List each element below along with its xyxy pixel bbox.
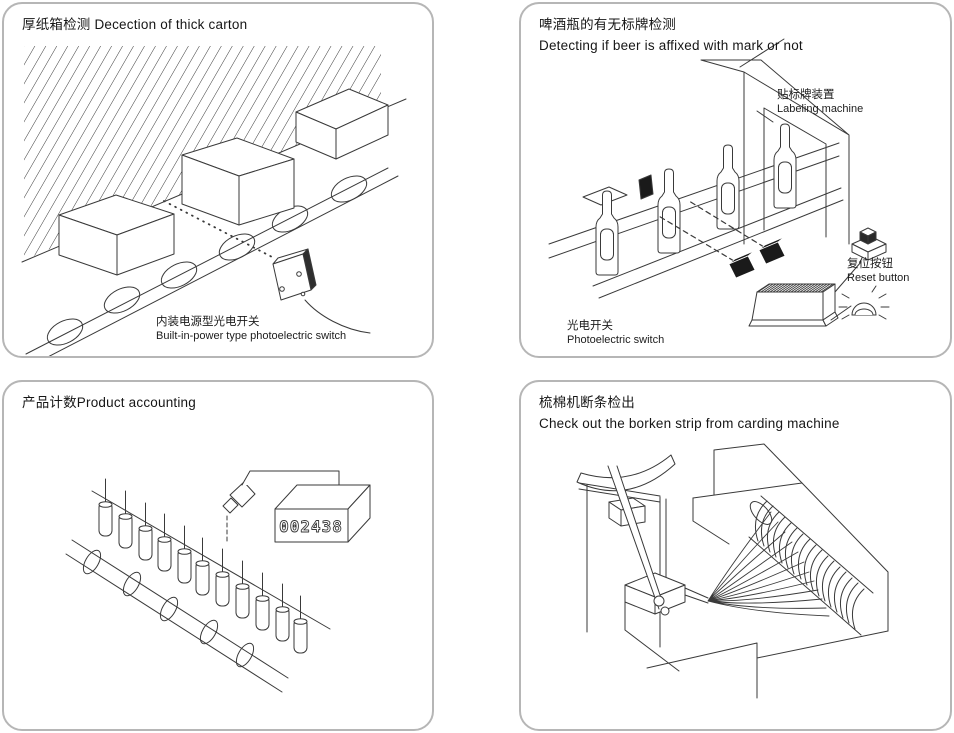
carton-box-rear: [295, 88, 389, 160]
wire-to-reset: [834, 261, 862, 293]
products: [98, 478, 308, 654]
sensor-label: 内装电源型光电开关 Built-in-power type photoelect…: [156, 315, 346, 343]
wire-to-lamp: [830, 305, 852, 321]
panel-beer-title-en: Detecting if beer is affixed with mark o…: [539, 38, 803, 53]
photoelectric-switch-label: 光电开关 Photoelectric switch: [567, 319, 664, 347]
panel-carton-title: 厚纸箱检测 Decection of thick carton: [22, 17, 248, 32]
reset-button: [851, 227, 887, 261]
light-beams: [656, 200, 765, 262]
counting-sensor: [222, 470, 340, 544]
panel-carding-title: 梳棉机断条检出 Check out the borken strip from …: [539, 392, 840, 434]
sensor-label-cn: 内装电源型光电开关: [156, 316, 260, 328]
product-counting-illustration: 002438: [65, 470, 371, 693]
beer-bottle: [773, 123, 797, 209]
panel-carding-title-cn: 梳棉机断条检出: [539, 395, 635, 410]
sensor-blocks: [728, 236, 786, 279]
photoelectric-sensor: [272, 248, 371, 334]
label-mark: [638, 174, 654, 200]
panel-product-counting: 产品计数Product accounting: [2, 380, 434, 731]
panel-carton-detection: 厚纸箱检测 Decection of thick carton: [2, 2, 434, 358]
beer-bottle: [595, 190, 619, 276]
labeling-machine-label-cn: 贴标牌装置: [777, 89, 835, 101]
photoelectric-switch-label-cn: 光电开关: [567, 320, 613, 332]
panel-counting-title: 产品计数Product accounting: [22, 395, 196, 410]
carton-box-middle: [181, 137, 295, 226]
reset-button-label-cn: 复位按钮: [847, 258, 893, 270]
sensor-cable: [304, 299, 371, 334]
carding-machine-illustration: [576, 443, 889, 699]
beer-bottles: [595, 123, 797, 276]
alarm-lamp: [838, 285, 890, 320]
carton-detection-illustration: [21, 46, 407, 356]
beer-detection-illustration: [548, 38, 890, 327]
panel-beer-title-cn: 啤酒瓶的有无标牌检测: [539, 17, 676, 32]
beer-bottle: [657, 168, 681, 254]
counter-display: 002438: [279, 517, 343, 536]
sliver-strip: [607, 465, 664, 610]
beer-bottle: [716, 144, 740, 230]
product-rail: [91, 490, 331, 630]
counter-box: 002438: [274, 484, 371, 543]
sensor-cable: [241, 470, 340, 486]
reset-button-label: 复位按钮 Reset button: [847, 257, 909, 285]
lower-conveyor: [65, 539, 289, 693]
switch-control-box: [748, 261, 862, 327]
reset-button-label-en: Reset button: [847, 272, 910, 284]
panel-carding-title-en: Check out the borken strip from carding …: [539, 416, 840, 431]
sensor-label-en: Built-in-power type photoelectric switch: [156, 330, 347, 342]
panel-carding-machine: 梳棉机断条检出 Check out the borken strip from …: [519, 380, 952, 731]
labeling-leader-line: [756, 110, 774, 123]
calender-rollers: [653, 595, 670, 616]
lamp-rays: [838, 285, 890, 320]
carton-box-front: [58, 194, 175, 276]
machine-frame: [576, 454, 676, 648]
machine-body: [646, 443, 889, 699]
cotton-web-fan: [707, 511, 830, 617]
labeling-machine-label: 贴标牌装置 Labeling machine: [777, 88, 863, 116]
panel-beer-label-detection: 啤酒瓶的有无标牌检测 Detecting if beer is affixed …: [519, 2, 952, 358]
panel-beer-title: 啤酒瓶的有无标牌检测 Detecting if beer is affixed …: [539, 14, 803, 56]
conveyor: [548, 142, 844, 299]
labeling-machine-label-en: Labeling machine: [777, 103, 864, 115]
conveyor: [25, 167, 399, 356]
carding-cylinder-ribs: [748, 495, 874, 636]
sliver-funnel: [624, 572, 709, 672]
photoelectric-switch-label-en: Photoelectric switch: [567, 334, 665, 346]
